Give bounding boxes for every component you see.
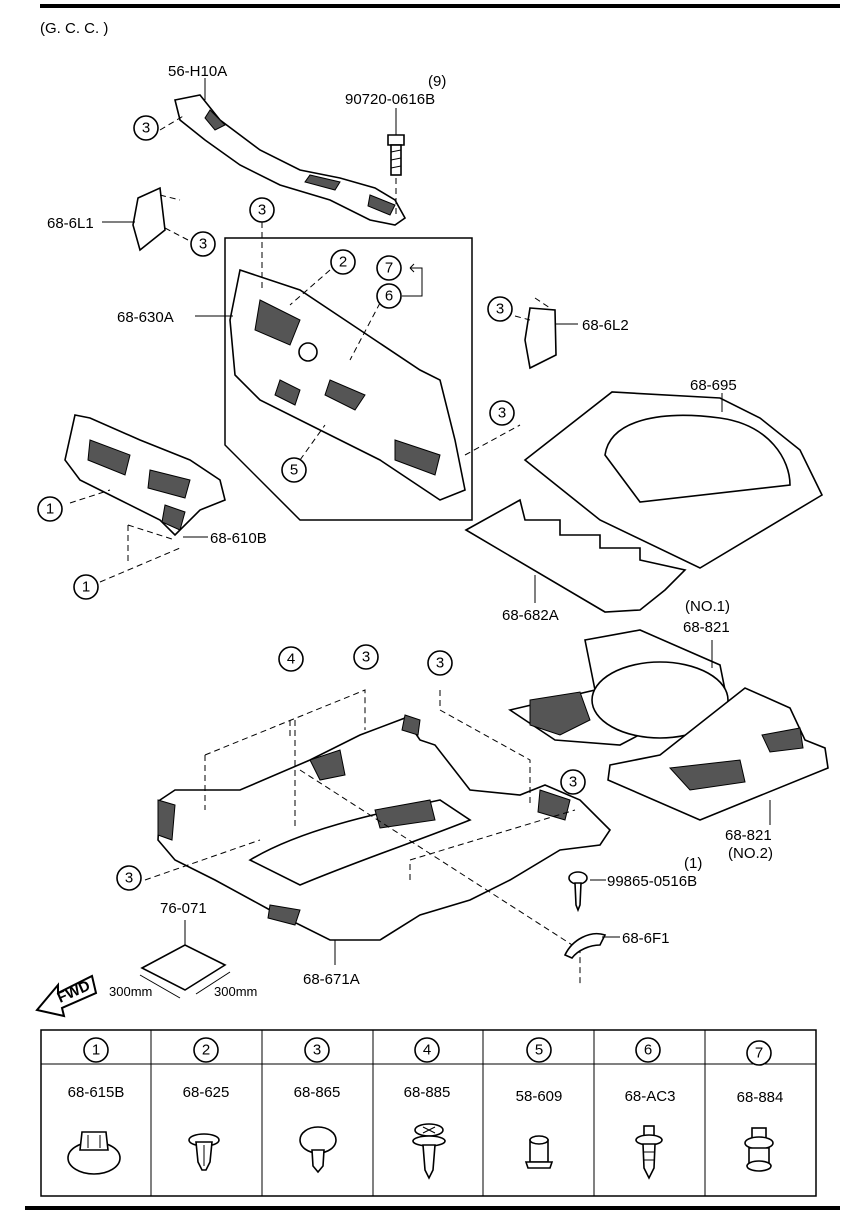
callout-2-dash: 2	[330, 249, 356, 275]
table-col-2: 2 68-625	[183, 1037, 230, 1171]
dim-300mm-a: 300mm	[109, 984, 152, 999]
trunk-mat-68-695	[523, 391, 824, 569]
callout-3-carpet-d: 3	[116, 865, 142, 891]
callout-3-dash-right: 3	[489, 400, 515, 426]
mushroom-clip-icon	[299, 1126, 337, 1174]
label-68-695: 68-695	[690, 377, 737, 394]
svg-text:3: 3	[258, 202, 266, 219]
callout-5-dash: 5	[281, 457, 307, 483]
callout-6-dash: 6	[376, 283, 402, 309]
svg-text:4: 4	[423, 1042, 431, 1059]
svg-text:3: 3	[569, 774, 577, 791]
label-68-6f1: 68-6F1	[622, 930, 670, 947]
label-68-682a: 68-682A	[502, 607, 559, 624]
svg-text:3: 3	[313, 1042, 321, 1059]
svg-text:68-865: 68-865	[294, 1084, 341, 1101]
svg-text:1: 1	[82, 579, 90, 596]
callout-3-carpet-a: 3	[353, 644, 379, 670]
label-68-630a: 68-630A	[117, 309, 174, 326]
table-col-7: 7 68-884	[737, 1040, 784, 1172]
table-col-4: 4 68-885	[404, 1037, 451, 1180]
trunk-board-68-821-no1	[508, 629, 729, 746]
svg-text:6: 6	[385, 288, 393, 305]
label-56-h10a: 56-H10A	[168, 63, 227, 80]
callout-3-6l1: 3	[190, 231, 216, 257]
dash-insulator-box	[195, 222, 521, 521]
label-99865-0516b: 99865-0516B	[607, 873, 697, 890]
svg-text:58-609: 58-609	[516, 1088, 563, 1105]
callout-3-6l2: 3	[487, 296, 513, 322]
fastener-table: 1 68-615B 2 68-625 3 68-865	[40, 1029, 817, 1197]
label-68-821-no2-qualifier: (NO.2)	[728, 845, 773, 862]
stepped-clip-icon	[744, 1127, 774, 1172]
svg-text:1: 1	[46, 501, 54, 518]
svg-text:3: 3	[436, 655, 444, 672]
insulator-68-6l2	[514, 297, 578, 370]
callout-4-carpet: 4	[278, 646, 304, 672]
dim-300mm-b: 300mm	[214, 984, 257, 999]
svg-text:68-615B: 68-615B	[68, 1084, 125, 1101]
svg-text:3: 3	[199, 236, 207, 253]
callout-3-dash-top: 3	[249, 197, 275, 223]
label-68-821-no1-qualifier: (NO.1)	[685, 598, 730, 615]
insulator-68-610b	[64, 414, 226, 583]
svg-text:1: 1	[92, 1042, 100, 1059]
table-col-1: 1 68-615B	[67, 1037, 125, 1175]
svg-text:3: 3	[125, 870, 133, 887]
screw-99865-0516b	[568, 871, 606, 913]
bolt-90720-0616b	[387, 108, 405, 218]
callout-3-carpet-b: 3	[427, 650, 453, 676]
label-76-071: 76-071	[160, 900, 207, 917]
floor-carpet-68-671a	[157, 714, 612, 965]
svg-text:3: 3	[362, 649, 370, 666]
svg-text:4: 4	[287, 651, 295, 668]
table-col-6: 6 68-AC3	[625, 1037, 676, 1180]
label-68-671a: 68-671A	[303, 971, 360, 988]
grommet-clip-icon	[524, 1135, 554, 1169]
callout-7-dash: 7	[376, 255, 402, 281]
svg-text:6: 6	[644, 1042, 652, 1059]
svg-text:3: 3	[142, 120, 150, 137]
svg-text:68-884: 68-884	[737, 1089, 784, 1106]
svg-text:7: 7	[755, 1045, 763, 1062]
label-68-6l2: 68-6L2	[582, 317, 629, 334]
sound-pad-76-071	[139, 920, 231, 999]
push-clip-round-icon	[67, 1131, 121, 1175]
svg-text:68-885: 68-885	[404, 1084, 451, 1101]
qty-90720: (9)	[428, 73, 446, 90]
callout-3-cowl: 3	[133, 115, 159, 141]
region-label: (G. C. C. )	[40, 20, 108, 37]
clip-68-6f1	[563, 933, 620, 959]
christmas-tree-clip-icon	[635, 1125, 663, 1180]
svg-text:68-625: 68-625	[183, 1084, 230, 1101]
insulator-68-6l1	[102, 186, 189, 252]
callout-3-carpet-c: 3	[560, 769, 586, 795]
forward-arrow-icon: FWD	[35, 974, 98, 1018]
cowl-panel-56-h10a	[174, 78, 407, 226]
label-90720-0616b: 90720-0616B	[345, 91, 435, 108]
svg-text:7: 7	[385, 260, 393, 277]
svg-text:3: 3	[496, 301, 504, 318]
svg-text:5: 5	[290, 462, 298, 479]
label-68-821-no1: 68-821	[683, 619, 730, 636]
trunk-board-68-821-no2	[607, 687, 829, 825]
table-col-3: 3 68-865	[294, 1037, 341, 1174]
trunk-floor-mat-68-682a	[464, 498, 687, 613]
callout-1-610b-a: 1	[37, 496, 63, 522]
svg-text:68-AC3: 68-AC3	[625, 1088, 676, 1105]
svg-text:3: 3	[498, 405, 506, 422]
label-68-821-no2: 68-821	[725, 827, 772, 844]
screw-rivet-icon	[412, 1123, 446, 1180]
label-68-6l1: 68-6L1	[47, 215, 94, 232]
svg-text:5: 5	[535, 1042, 543, 1059]
table-col-5: 5 58-609	[516, 1037, 563, 1169]
qty-99865: (1)	[684, 855, 702, 872]
callout-1-610b-b: 1	[73, 574, 99, 600]
callouts: 3 3 3 2 7 6 5 3 3 1 1 4 3 3 3 3	[37, 115, 586, 891]
push-pin-clip-icon	[188, 1133, 220, 1171]
label-68-610b: 68-610B	[210, 530, 267, 547]
svg-text:2: 2	[339, 254, 347, 271]
svg-text:2: 2	[202, 1042, 210, 1059]
